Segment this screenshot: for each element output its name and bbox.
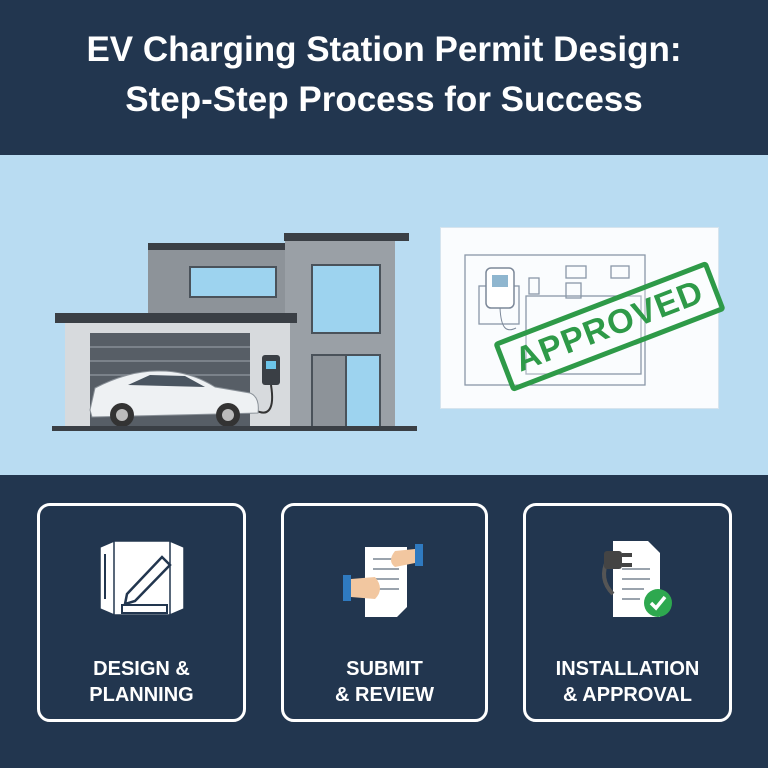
step-label-line-2: & APPROVAL — [563, 684, 692, 706]
step-label-line-2: PLANNING — [89, 684, 194, 706]
document-handoff-icon — [342, 544, 423, 617]
step-installation-approval: INSTALLATION & APPROVAL — [523, 503, 732, 722]
blueprint-pencil-icon — [98, 539, 185, 617]
step-design-planning: DESIGN & PLANNING — [37, 503, 246, 722]
step-label-line-1: INSTALLATION — [555, 658, 700, 680]
hero-illustration: APPROVED — [0, 155, 768, 475]
house-with-ev-illustration — [52, 233, 417, 431]
step-label-line-1: DESIGN & — [93, 658, 190, 680]
title-banner: EV Charging Station Permit Design: Step-… — [0, 0, 768, 155]
title-line-2: Step-Step Process for Success — [125, 79, 643, 119]
plug-document-check-icon — [601, 541, 672, 617]
step-label-line-1: SUBMIT — [346, 658, 423, 680]
floor-plan-drawing — [464, 254, 646, 386]
approved-site-plan: APPROVED — [440, 227, 726, 409]
step-label-line-2: & REVIEW — [335, 684, 434, 706]
step-submit-review: SUBMIT & REVIEW — [281, 503, 488, 722]
title-line-1: EV Charging Station Permit Design: — [86, 29, 682, 69]
